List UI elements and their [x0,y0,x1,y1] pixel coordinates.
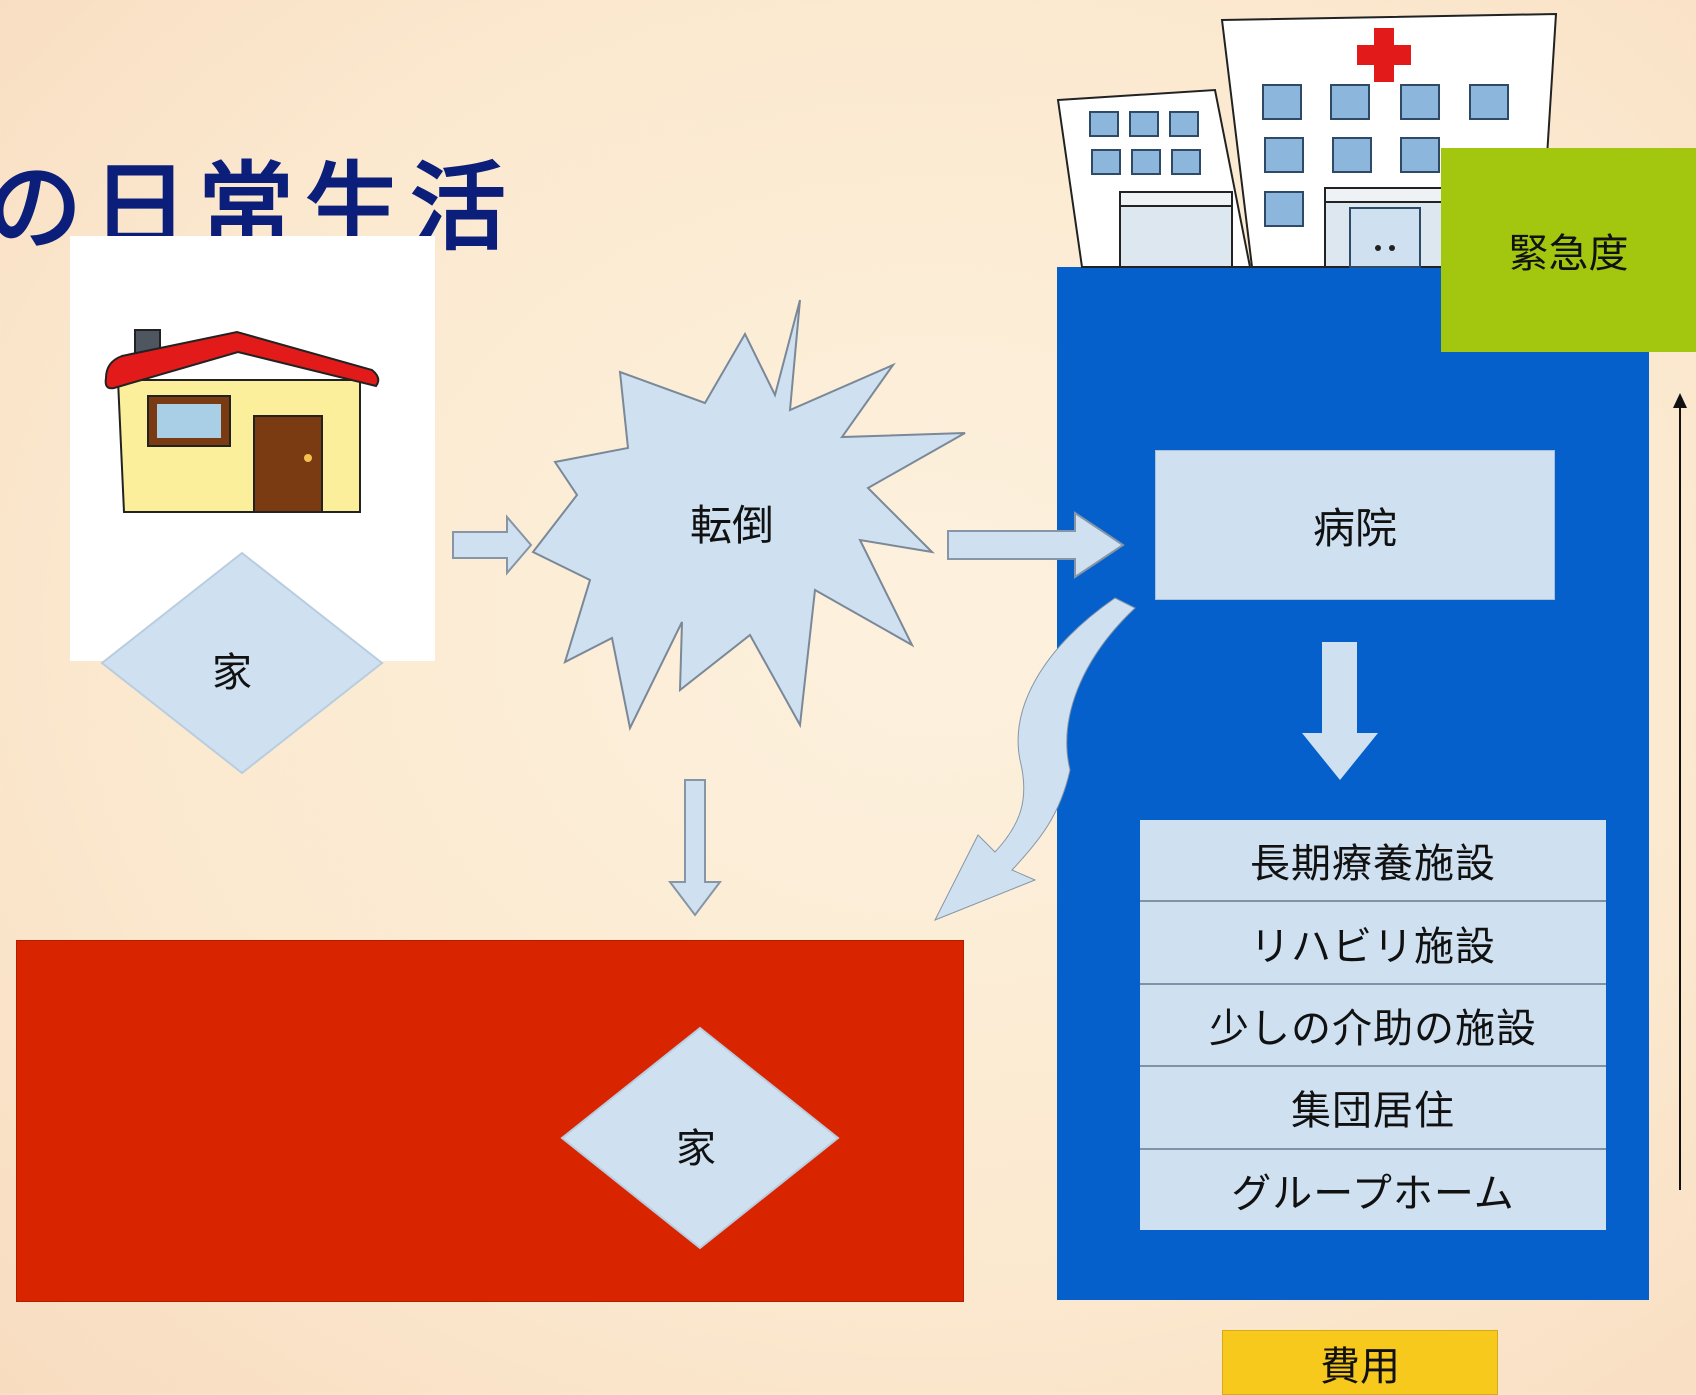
explosion-burst-icon [531,299,966,732]
facility-item: リハビリ施設 [1140,902,1606,985]
arrow-hospital-to-facilities [1302,642,1378,780]
facility-item: グループホーム [1140,1149,1606,1231]
hospital-label: 病院 [1312,503,1397,553]
fall-label: 転倒 [690,501,775,550]
facility-list: 長期療養施設 リハビリ施設 少しの介助の施設 集団居住 グループホーム [1140,820,1606,1231]
urgency-box: 緊急度 [1441,148,1696,352]
arrow-hospital-to-home [933,597,1136,921]
home-label-bottom: 家 [676,1126,716,1172]
urgency-label: 緊急度 [1508,231,1629,277]
cost-label: 費用 [1320,1343,1400,1390]
red-cross-icon [1357,28,1411,82]
house-icon [104,329,380,513]
arrow-fall-to-hospital [947,511,1125,579]
facility-item: 集団居住 [1140,1067,1606,1150]
arrow-fall-to-home [667,779,723,917]
home-diamond-bottom [560,1026,840,1250]
home-label-top: 家 [212,650,252,696]
facility-item: 長期療養施設 [1140,820,1606,903]
arrow-home-to-fall [452,514,533,576]
hospital-box: 病院 [1155,450,1555,600]
home-diamond-top [100,551,384,775]
facility-item: 少しの介助の施設 [1140,984,1606,1068]
cost-box: 費用 [1222,1330,1498,1395]
